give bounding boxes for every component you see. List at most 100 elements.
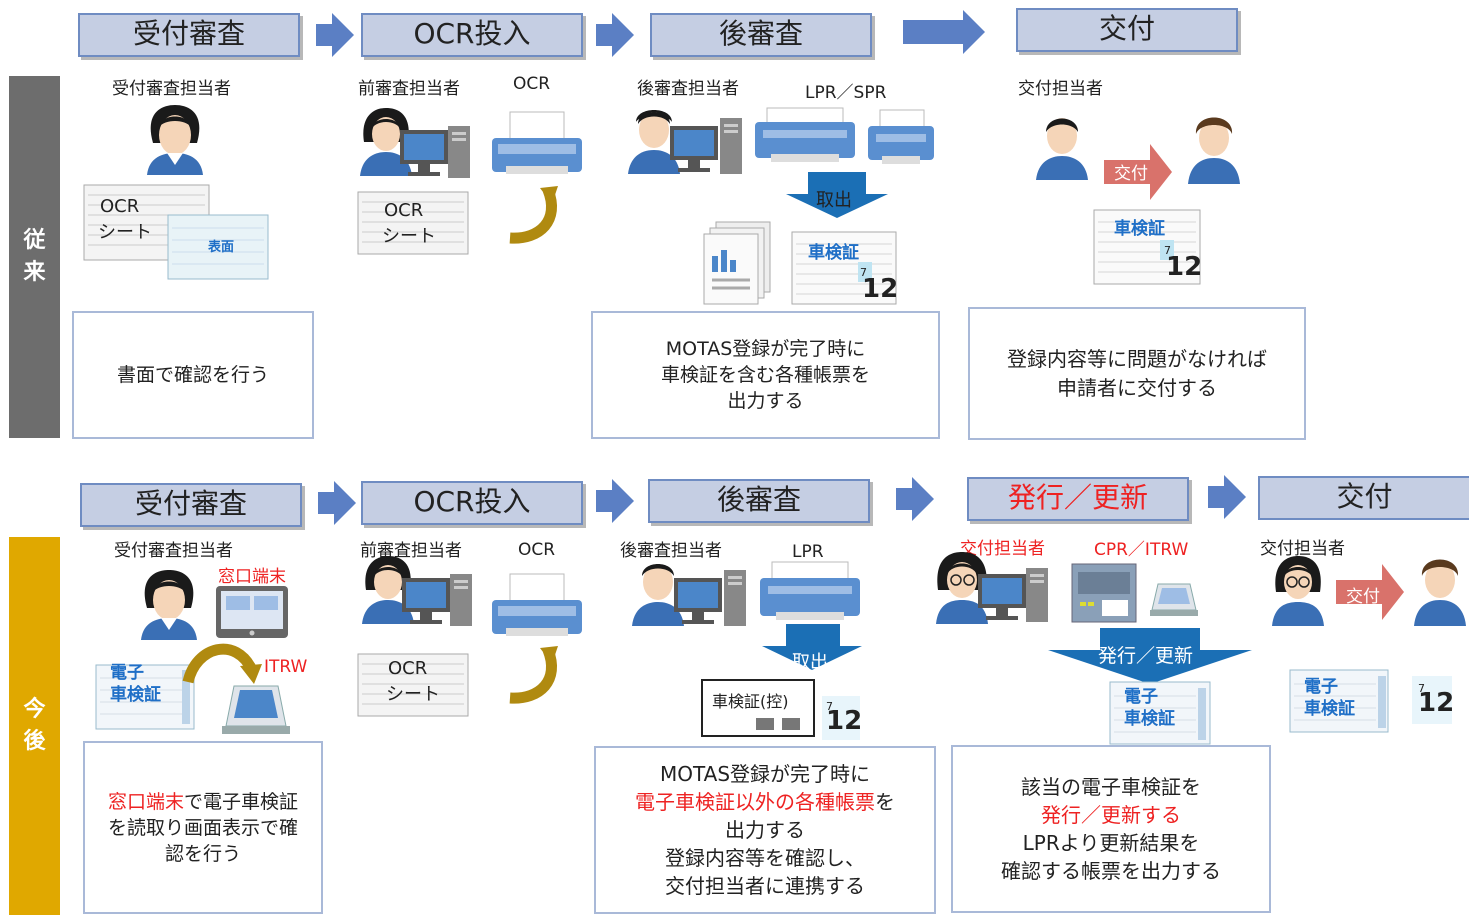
desc-line: 出力する — [727, 390, 804, 412]
desc-box-post-review-bottom: MOTAS登録が完了時に 電子車検証以外の各種帳票を 出力する 登録内容等を確認… — [594, 746, 936, 914]
man-at-computer-icon — [628, 110, 742, 174]
desc-line: MOTAS登録が完了時に — [665, 338, 866, 360]
bottom-illustrations — [95, 552, 1466, 745]
desc-line: 窓口端末で電子車検証 — [108, 789, 298, 815]
ocr-sheet-label: シート — [98, 222, 152, 243]
ocr-sheet-label: OCR — [100, 196, 140, 217]
label-itrw: ITRW — [264, 657, 308, 677]
return-arrow — [509, 647, 558, 704]
desc-red-line: 発行／更新する — [1041, 803, 1181, 827]
front-label: 表面 — [208, 240, 235, 255]
e-shakensho-label: 車検証 — [1124, 709, 1175, 729]
stage-post-review-bottom: 後審査 — [648, 479, 870, 523]
seven-mark: 7 — [826, 700, 833, 713]
shakensho-label: 車検証 — [1114, 219, 1165, 239]
spr-printer-icon — [868, 109, 934, 164]
woman-icon — [141, 570, 197, 640]
ocr-sheet-label: OCR — [388, 658, 428, 679]
seven-mark: 7 — [1164, 244, 1171, 257]
desc-line: 登録内容等に問題がなければ — [1007, 346, 1267, 371]
desc-line: 確認する帳票を出力する — [1001, 859, 1221, 883]
card-lines — [172, 227, 264, 265]
label-lpr-spr: LPR／SPR — [805, 83, 887, 103]
side-char: 来 — [23, 260, 46, 285]
desc-line: 認を行う — [164, 842, 241, 865]
label-reception-person: 受付審査担当者 — [114, 541, 233, 561]
desc-box-issue-bottom: 該当の電子車検証を 発行／更新する LPRより更新結果を 確認する帳票を出力する — [951, 745, 1271, 913]
desc-line: 該当の電子車検証を — [1021, 775, 1201, 799]
ocr-sheet-label: OCR — [384, 200, 424, 221]
e-shakensho-label: 車検証 — [1304, 699, 1355, 719]
woman-icon — [147, 105, 203, 175]
itrw-reader-icon — [222, 685, 290, 734]
twelve-mark: 12 — [1166, 252, 1203, 282]
desc-line: LPRより更新結果を — [1022, 831, 1200, 855]
takeout-label: 取出 — [816, 190, 852, 211]
woman-with-glasses-at-computer-icon — [936, 552, 1048, 624]
handover-label: 交付 — [1346, 587, 1380, 607]
woman-at-computer-icon — [362, 556, 472, 626]
desc-box-reception-bottom: 窓口端末で電子車検証 を読取り画面表示で確 認を行う — [83, 741, 323, 914]
twelve-mark: 12 — [826, 706, 863, 736]
e-shakensho-label: 車検証 — [110, 685, 161, 705]
ocr-sheet-label: シート — [386, 684, 440, 705]
itrw-reader-icon — [1150, 583, 1198, 616]
desc-line: 申請者に交付する — [1057, 375, 1217, 400]
label-ocr: OCR — [518, 540, 556, 560]
documents-icon — [703, 221, 771, 305]
label-window-terminal: 窓口端末 — [218, 567, 286, 587]
e-shakensho-label: 電子 — [1124, 687, 1158, 707]
desc-text: を — [875, 790, 895, 814]
e-shakensho-label: 電子 — [110, 663, 144, 683]
side-label-future: 今 後 — [9, 537, 60, 915]
label-ocr: OCR — [513, 74, 551, 94]
desc-line: 車検証を含む各種帳票を — [660, 364, 870, 386]
label-issue-person: 交付担当者 — [1260, 539, 1345, 559]
label-pre-person: 前審査担当者 — [360, 541, 462, 561]
label-lpr: LPR — [792, 542, 824, 562]
stage-ocr-bottom: OCR投入 — [361, 481, 583, 525]
stage-ocr-top: OCR投入 — [361, 13, 583, 57]
twelve-mark: 12 — [1418, 688, 1455, 718]
desc-box-reception-top: 書面で確認を行う — [72, 311, 314, 439]
takeout-arrow — [762, 624, 862, 670]
label-issue-person-red: 交付担当者 — [960, 539, 1045, 559]
seven-mark: 7 — [860, 266, 867, 279]
side-char: 従 — [23, 228, 46, 253]
man-at-computer-icon — [632, 564, 746, 626]
woman-with-glasses-icon — [1272, 556, 1324, 626]
lpr-printer-icon — [760, 561, 860, 620]
desc-line: MOTAS登録が完了時に — [659, 762, 871, 786]
stage-delivery-bottom: 交付 — [1258, 476, 1469, 520]
lpr-printer-icon — [755, 107, 855, 162]
side-label-current: 従 来 — [9, 76, 60, 438]
takeout-arrow — [786, 172, 888, 218]
desc-box-post-review-top: MOTAS登録が完了時に 車検証を含む各種帳票を 出力する — [591, 311, 940, 439]
desc-line: 電子車検証以外の各種帳票を — [635, 788, 895, 816]
customer-icon — [1414, 559, 1466, 626]
desc-red-text: 電子車検証以外の各種帳票 — [635, 790, 875, 814]
twelve-mark: 12 — [862, 274, 899, 304]
move-arrow — [182, 643, 257, 684]
woman-at-computer-icon — [360, 108, 470, 178]
handover-arrow — [1336, 564, 1404, 620]
stage-post-review-top: 後審査 — [650, 13, 872, 57]
desc-line: 書面で確認を行う — [116, 364, 269, 386]
desc-line: 登録内容等を確認し、 — [665, 846, 865, 870]
stage-issue-update-bottom: 発行／更新 — [967, 477, 1189, 521]
return-arrow — [509, 187, 558, 244]
stage-delivery-top: 交付 — [1016, 8, 1238, 52]
stage-reception-bottom: 受付審査 — [80, 483, 302, 527]
side-char: 後 — [23, 729, 46, 754]
desc-red-text: 窓口端末 — [107, 790, 184, 813]
customer-icon — [1188, 117, 1240, 184]
e-shakensho-label: 電子 — [1304, 677, 1338, 697]
side-char: 今 — [23, 697, 46, 722]
tablet-terminal-icon — [216, 586, 288, 638]
label-issue-person: 交付担当者 — [1018, 79, 1103, 99]
cpr-machine-icon — [1071, 563, 1137, 623]
handover-arrow — [1104, 144, 1172, 200]
top-illustrations — [83, 105, 1240, 305]
ocr-scanner-icon — [492, 573, 582, 636]
desc-text: で電子車検証 — [184, 790, 299, 813]
